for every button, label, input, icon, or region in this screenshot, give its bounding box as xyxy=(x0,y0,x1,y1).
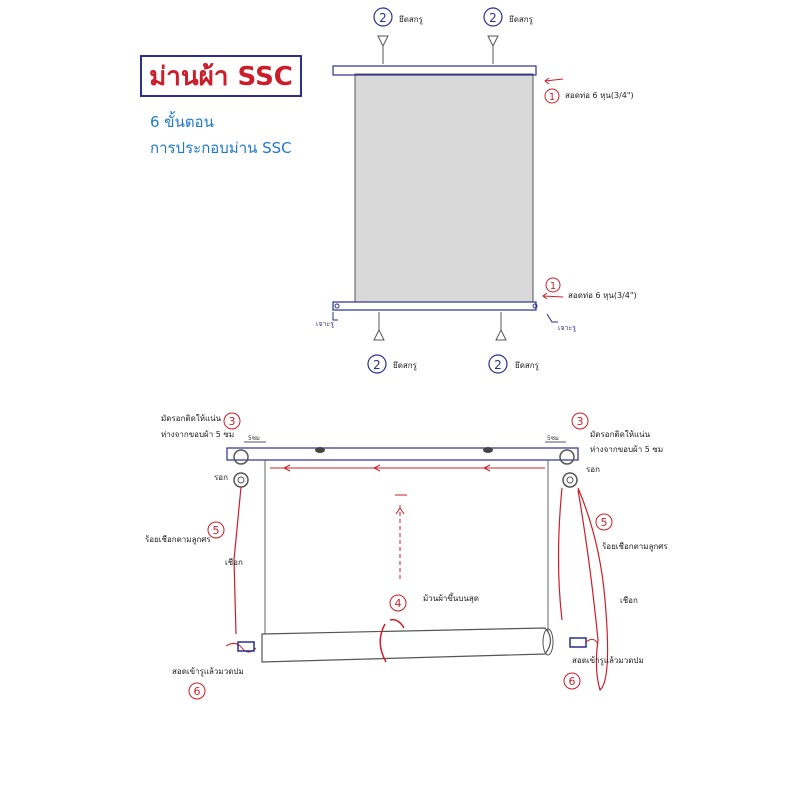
step-3-left: 3 มัดรอกติดให้แน่น ห่างจากขอบผ้า 5 ซม xyxy=(161,412,241,439)
drill-hole-right xyxy=(532,303,538,309)
step-3-right: 3 มัดรอกติดให้แน่น ห่างจากขอบผ้า 5 ซม xyxy=(571,412,663,454)
svg-text:ยึดสกรู: ยึดสกรู xyxy=(399,15,424,25)
step-6-left: สอดเข้ารูแล้วมวดปม 6 xyxy=(172,667,244,700)
svg-text:ยึดสกรู: ยึดสกรู xyxy=(515,361,540,371)
fabric-roll xyxy=(261,627,552,663)
rope-label-left: เชือก xyxy=(225,558,243,567)
drill-label-right: เจาะรู xyxy=(546,313,576,332)
pipe-label-top: 1 สอดท่อ 6 หุน(3/4") xyxy=(544,77,634,104)
top-pipe xyxy=(332,65,537,76)
step-5-right: 5 ร้อยเชือกตามลูกศร xyxy=(595,513,668,552)
svg-text:ยึดสกรู: ยึดสกรู xyxy=(393,361,418,371)
svg-text:1: 1 xyxy=(550,281,556,292)
top-diagram: 2 ยึดสกรู 2 ยึดสกรู 2 ยึดสกรู 2 ยึดสกรู xyxy=(316,7,637,374)
svg-text:ห่างจากขอบผ้า 5 ซม: ห่างจากขอบผ้า 5 ซม xyxy=(590,445,663,454)
svg-text:มัดรอกติดให้แน่น: มัดรอกติดให้แน่น xyxy=(161,414,222,423)
svg-text:สอดท่อ 6 หุน(3/4"): สอดท่อ 6 หุน(3/4") xyxy=(568,291,637,300)
svg-text:2: 2 xyxy=(379,11,387,25)
page-title: ม่านผ้า SSC xyxy=(140,55,302,97)
bottom-pipe xyxy=(332,301,537,311)
screw-bottom-right: 2 ยึดสกรู xyxy=(488,312,540,374)
svg-text:มัดรอกติดให้แน่น: มัดรอกติดให้แน่น xyxy=(590,430,651,439)
step-6-right: สอดเข้ารูแล้วมวดปม 6 xyxy=(563,656,644,690)
subtitle-steps: 6 ขั้นตอน xyxy=(150,113,214,131)
rope-left xyxy=(233,486,242,635)
pulley-label-right: รอก xyxy=(586,465,600,474)
pulley-right-top xyxy=(559,449,575,465)
svg-text:สอดเข้ารูแล้วมวดปม: สอดเข้ารูแล้วมวดปม xyxy=(572,656,644,666)
drill-hole-left xyxy=(334,303,340,309)
svg-text:2: 2 xyxy=(489,11,497,25)
svg-text:สอดเข้ารูแล้วมวดปม: สอดเข้ารูแล้วมวดปม xyxy=(172,667,244,677)
screw-bottom-left: 2 ยึดสกรู xyxy=(367,312,418,374)
svg-text:4: 4 xyxy=(395,597,402,610)
pulley-left-top xyxy=(233,449,249,465)
pulley-left xyxy=(233,472,249,488)
svg-text:1: 1 xyxy=(549,92,555,103)
screw-top-right: 2 ยึดสกรู xyxy=(483,7,534,64)
svg-text:เจาะรู: เจาะรู xyxy=(558,324,576,332)
rope-label-right: เชือก xyxy=(620,596,638,605)
svg-text:3: 3 xyxy=(577,415,584,428)
screw-top-left: 2 ยึดสกรู xyxy=(373,7,424,64)
svg-text:ยึดสกรู: ยึดสกรู xyxy=(509,15,534,25)
drill-label-left: เจาะรู xyxy=(316,312,338,328)
svg-text:2: 2 xyxy=(494,358,502,372)
svg-text:5: 5 xyxy=(601,516,608,529)
svg-text:5: 5 xyxy=(213,524,220,537)
screw-mark-right xyxy=(483,447,493,453)
svg-text:ห่างจากขอบผ้า 5 ซม: ห่างจากขอบผ้า 5 ซม xyxy=(161,430,234,439)
svg-text:เจาะรู: เจาะรู xyxy=(316,320,334,328)
gap-label-left: 5ซม xyxy=(244,435,266,443)
svg-text:ร้อยเชือกตามลูกศร: ร้อยเชือกตามลูกศร xyxy=(145,535,211,545)
bottom-top-pipe xyxy=(226,447,579,461)
svg-text:3: 3 xyxy=(229,415,236,428)
gap-label-right: 5ซม xyxy=(545,435,566,443)
svg-text:2: 2 xyxy=(373,358,381,372)
svg-text:5ซม: 5ซม xyxy=(248,435,260,442)
svg-text:ม้วนผ้าขึ้นบนสุด: ม้วนผ้าขึ้นบนสุด xyxy=(423,592,479,603)
step-5-left: 5 ร้อยเชือกตามลูกศร xyxy=(145,521,225,545)
svg-text:ร้อยเชือกตามลูกศร: ร้อยเชือกตามลูกศร xyxy=(602,542,668,552)
svg-text:6: 6 xyxy=(569,675,576,688)
bottom-diagram: 4 ม้วนผ้าขึ้นบนสุด 5ซม 5ซม 3 ม xyxy=(145,412,668,700)
svg-text:สอดท่อ 6 หุน(3/4"): สอดท่อ 6 หุน(3/4") xyxy=(565,91,634,100)
pipe-label-bottom: 1 สอดท่อ 6 หุน(3/4") xyxy=(542,277,637,300)
screw-mark-left xyxy=(315,447,325,453)
rope-right xyxy=(557,487,563,621)
curtain-fabric xyxy=(354,73,534,303)
pulley-right xyxy=(562,472,578,488)
step-4-marker: 4 ม้วนผ้าขึ้นบนสุด xyxy=(389,592,479,612)
subtitle-assembly: การประกอบม่าน SSC xyxy=(150,139,292,157)
pulley-label-left: รอก xyxy=(214,473,228,482)
svg-text:6: 6 xyxy=(194,685,201,698)
svg-text:5ซม: 5ซม xyxy=(547,435,559,442)
